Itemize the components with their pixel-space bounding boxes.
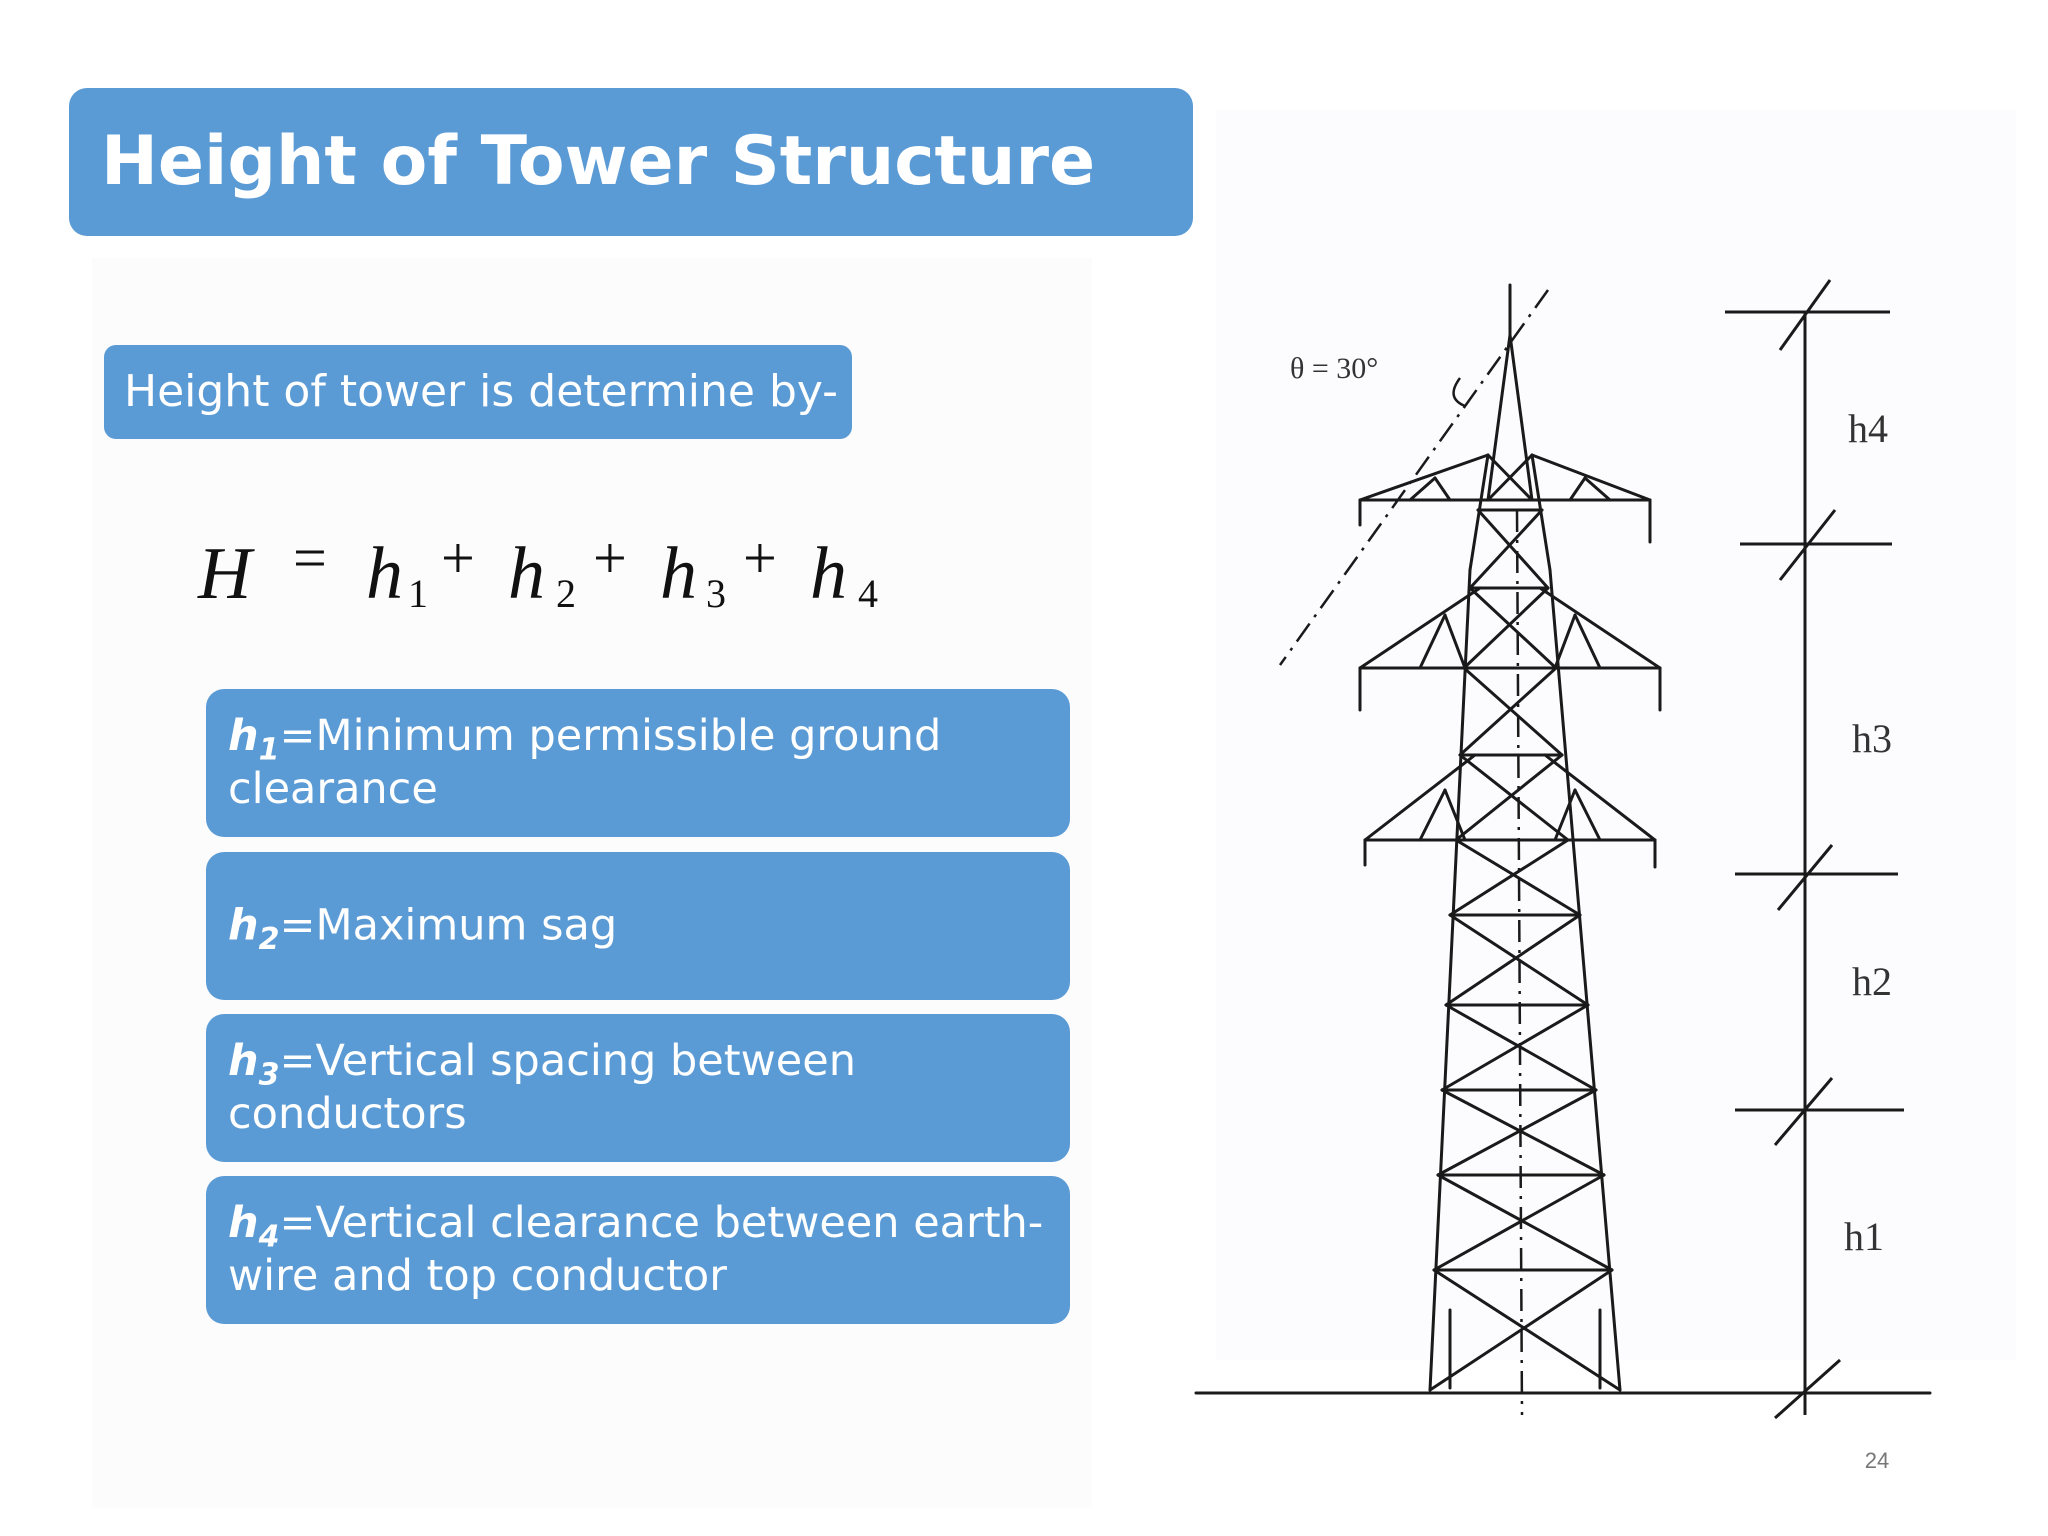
definition-symbol: h4 (228, 1198, 280, 1255)
tower-bracing (1428, 508, 1622, 1392)
definition-symbol: h3 (228, 1036, 280, 1093)
definition-text: =Minimum permissible ground clearance (228, 711, 942, 814)
angle-label: θ = 30° (1290, 352, 1378, 385)
definition-symbol: h2 (228, 900, 280, 958)
diagram-background (1216, 110, 2016, 1360)
formula-lhs: H (198, 533, 252, 615)
formula-index: 4 (858, 571, 878, 616)
height-formula: H = h 1 + h 2 + h 3 + h 4 (198, 525, 918, 642)
definition-text: =Maximum sag (279, 900, 618, 951)
dimension-label-h4: h4 (1848, 406, 1888, 451)
dimension-slash (1778, 509, 1837, 581)
formula-term-h: h (366, 533, 403, 615)
dimension-slash (1778, 279, 1832, 351)
definition-text: =Vertical clearance between earth-wire a… (228, 1198, 1044, 1301)
tower-peak (1486, 283, 1534, 502)
top-crossarm (1358, 453, 1652, 544)
formula-term-h: h (660, 533, 697, 615)
upper-crossarm (1358, 586, 1662, 712)
definition-h4: h4=Vertical clearance between earth-wire… (206, 1176, 1070, 1324)
dimension-label-h3: h3 (1852, 716, 1892, 761)
dimension-slash (1776, 844, 1834, 911)
tower-legs (1428, 453, 1622, 1392)
definition-symbol: h1 (228, 711, 280, 768)
formula-index: 3 (706, 571, 726, 616)
formula-index: 1 (408, 571, 428, 616)
formula-term-h: h (810, 533, 847, 615)
formula-plus: + (441, 525, 475, 591)
formula-plus: + (743, 525, 777, 591)
subtitle-box: Height of tower is determine by- (104, 345, 852, 439)
slide-title: Height of Tower Structure (101, 122, 1096, 201)
formula-plus: + (593, 525, 627, 591)
formula-equals: = (293, 525, 327, 591)
dimension-label-h2: h2 (1852, 959, 1892, 1004)
definition-h1: h1=Minimum permissible ground clearance (206, 689, 1070, 837)
title-bar: Height of Tower Structure (69, 88, 1193, 236)
definition-text: =Vertical spacing between conductors (228, 1036, 856, 1139)
shielding-angle-line (1278, 289, 1550, 666)
tower-centerline (1515, 509, 1524, 1416)
dimension-slash (1773, 1077, 1834, 1146)
tower-diagram: θ = 30° h4 h3 h2 h1 (1194, 279, 1932, 1420)
definition-h3: h3=Vertical spacing between conductors (206, 1014, 1070, 1162)
subtitle-text: Height of tower is determine by- (124, 366, 839, 417)
formula-index: 2 (556, 571, 576, 616)
tower-panels (1432, 508, 1614, 1272)
dimension-label-h1: h1 (1844, 1214, 1884, 1259)
definition-h2: h2=Maximum sag (206, 852, 1070, 1000)
dimension-slash (1774, 1358, 1841, 1420)
formula-term-h: h (508, 533, 545, 615)
page-number: 24 (1864, 1448, 1890, 1473)
lower-crossarm (1363, 753, 1657, 869)
angle-arc (1452, 377, 1466, 408)
